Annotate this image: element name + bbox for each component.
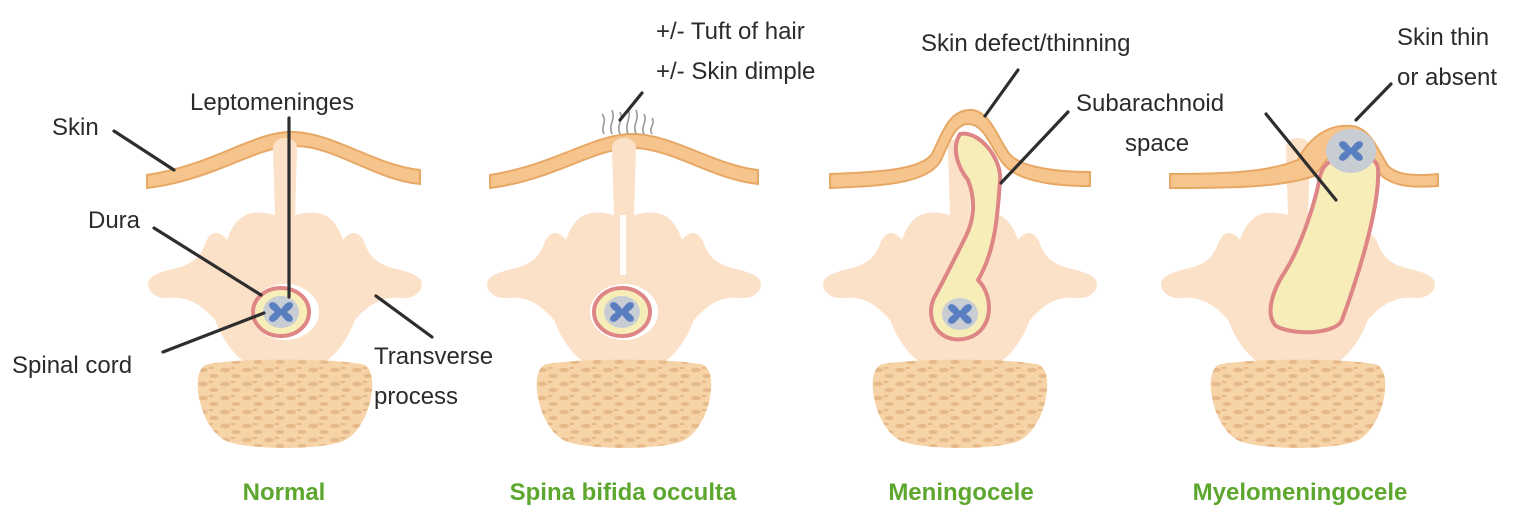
label-process: process <box>374 383 458 410</box>
label-transverse: Transverse <box>374 343 493 370</box>
captions: Normal Spina bifida occulta Meningocele … <box>243 479 1408 506</box>
label-spinal-cord: Spinal cord <box>12 352 132 379</box>
panel-normal <box>146 130 422 448</box>
leader-dura <box>152 226 263 297</box>
leader-subarachnoid-meningocele <box>999 110 1070 185</box>
label-skin-defect: Skin defect/thinning <box>921 30 1130 57</box>
label-skin-thin: Skin thin <box>1397 24 1489 51</box>
label-skin: Skin <box>52 114 99 141</box>
leader-skin-defect <box>983 68 1020 118</box>
label-or-absent: or absent <box>1397 64 1497 91</box>
label-space: space <box>1125 130 1189 157</box>
leader-skin <box>112 129 176 172</box>
leader-spinal-cord <box>161 311 266 354</box>
labels: Skin Leptomeninges Dura Spinal cord Tran… <box>12 18 1497 410</box>
panel-spina-bifida-occulta <box>487 107 761 448</box>
caption-meningocele: Meningocele <box>888 479 1033 506</box>
leader-skin-thin <box>1354 82 1393 122</box>
label-tuft-of-hair: +/- Tuft of hair <box>656 18 805 45</box>
meningocele-sac <box>929 131 1003 342</box>
caption-spina-bifida-occulta: Spina bifida occulta <box>510 479 737 506</box>
leader-lines <box>112 68 1393 354</box>
label-leptomeninges: Leptomeninges <box>190 89 354 116</box>
leader-subarachnoid-myelo <box>1264 112 1338 202</box>
label-skin-dimple: +/- Skin dimple <box>656 58 815 85</box>
label-dura: Dura <box>88 207 141 234</box>
caption-myelomeningocele: Myelomeningocele <box>1193 479 1408 506</box>
panel-myelomeningocele <box>1161 124 1439 448</box>
leader-transverse-process <box>374 294 434 339</box>
skin-meningocele <box>829 108 1091 190</box>
label-subarachnoid: Subarachnoid <box>1076 90 1224 117</box>
leader-tuft <box>618 91 644 122</box>
panel-meningocele <box>823 108 1097 448</box>
skin-myelomeningocele <box>1169 124 1439 190</box>
caption-normal: Normal <box>243 479 326 506</box>
